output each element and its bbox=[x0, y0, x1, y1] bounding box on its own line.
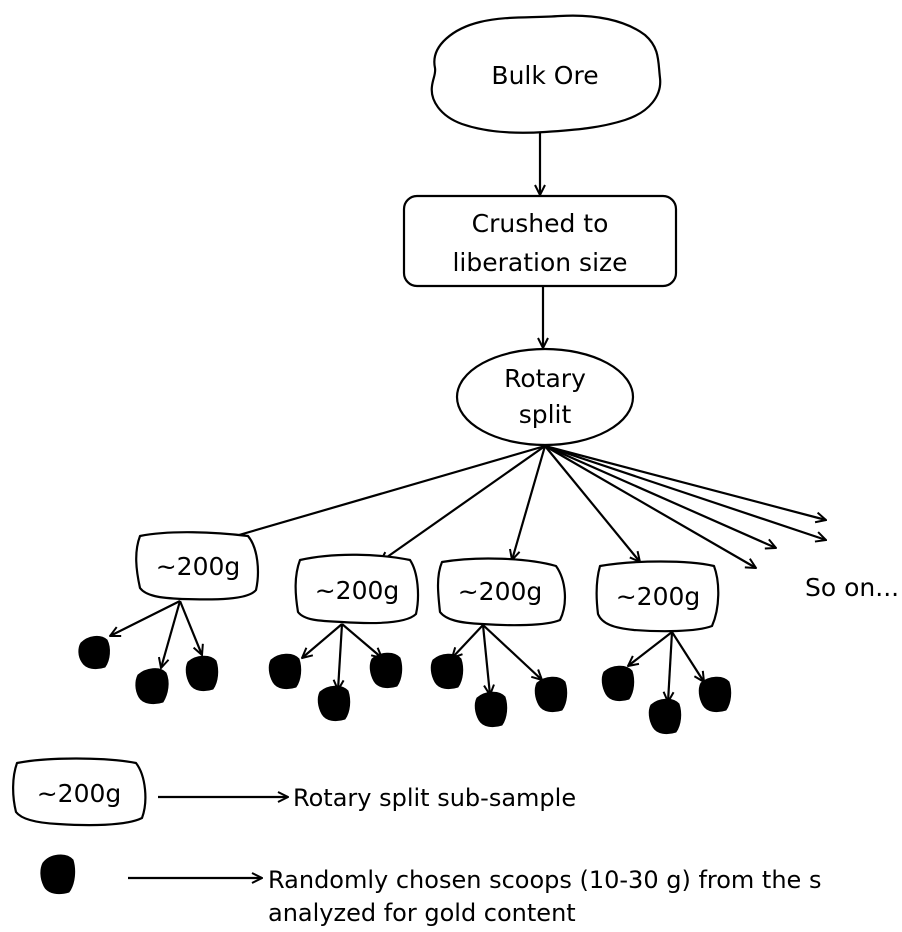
bulk-ore-label: Bulk Ore bbox=[491, 61, 598, 90]
scoop-blob bbox=[601, 665, 635, 702]
rotary-split-line2: split bbox=[519, 400, 572, 429]
legend-subsample-text: Rotary split sub-sample bbox=[293, 784, 576, 812]
split-arrow-1 bbox=[215, 444, 546, 542]
scoop-blob bbox=[185, 655, 219, 692]
scoop-arrow bbox=[302, 623, 343, 658]
scoop-blob bbox=[78, 635, 110, 670]
crushed-label-line2: liberation size bbox=[452, 248, 627, 277]
split-arrows bbox=[215, 444, 826, 568]
scoop-blob bbox=[698, 676, 732, 713]
scoop-arrow bbox=[341, 623, 382, 658]
crushed-label-line1: Crushed to bbox=[472, 209, 609, 238]
scoop-arrow bbox=[481, 624, 490, 695]
scoop-blob bbox=[135, 668, 169, 705]
scoop-arrow bbox=[178, 600, 202, 655]
legend-scoop-text-line2: analyzed for gold content bbox=[268, 899, 576, 927]
subsample-label: ~200g bbox=[616, 582, 701, 611]
rotary-split-ellipse bbox=[455, 347, 635, 447]
rotary-split-line1: Rotary bbox=[504, 364, 586, 393]
subsample-2: ~200g bbox=[268, 553, 420, 722]
scoop-blob bbox=[268, 653, 302, 690]
so-on-label: So on... bbox=[805, 573, 899, 602]
scoop-arrow bbox=[628, 631, 673, 666]
split-arrow-2 bbox=[380, 445, 546, 562]
scoop-arrow bbox=[668, 631, 672, 702]
split-arrow-3 bbox=[512, 445, 547, 560]
split-arrow-5 bbox=[544, 445, 756, 568]
split-arrow-8 bbox=[544, 444, 826, 520]
subsample-label: ~200g bbox=[156, 552, 241, 581]
split-arrow-4 bbox=[544, 445, 640, 562]
scoop-arrow bbox=[161, 600, 182, 668]
subsample-shape bbox=[135, 531, 259, 601]
scoop-arrow bbox=[110, 600, 181, 636]
subsample-shape bbox=[294, 553, 420, 625]
split-arrow-7 bbox=[544, 444, 826, 540]
subsample-3: ~200g bbox=[430, 557, 568, 728]
rotary-split-node: Rotary split bbox=[455, 347, 635, 447]
scoop-blob bbox=[534, 676, 568, 713]
legend: ~200g Rotary split sub-sample Randomly c… bbox=[12, 757, 821, 927]
scoop-blob bbox=[317, 685, 351, 722]
scoop-blob bbox=[369, 652, 403, 689]
crushed-node: Crushed to liberation size bbox=[402, 194, 678, 288]
scoop-blob bbox=[648, 698, 682, 735]
scoop-arrow bbox=[482, 624, 542, 680]
subsample-shape bbox=[436, 557, 566, 627]
legend-subsample-symbol bbox=[12, 757, 147, 827]
scoop-blob bbox=[430, 653, 464, 690]
crushed-box bbox=[402, 194, 678, 288]
legend-scoop-text-line1: Randomly chosen scoops (10-30 g) from th… bbox=[268, 866, 821, 894]
subsample-4: ~200g bbox=[595, 560, 732, 735]
legend-subsample-symbol-label: ~200g bbox=[37, 779, 122, 808]
subsample-shape bbox=[595, 560, 720, 633]
subsample-1: ~200g bbox=[78, 531, 259, 705]
subsample-label: ~200g bbox=[315, 576, 400, 605]
scoop-arrow bbox=[338, 623, 342, 690]
scoop-blob bbox=[474, 691, 508, 728]
subsample-label: ~200g bbox=[458, 577, 543, 606]
scoop-arrow bbox=[452, 624, 484, 658]
bulk-ore-shape bbox=[430, 14, 662, 134]
split-arrow-6 bbox=[544, 444, 776, 548]
legend-scoop-symbol bbox=[40, 854, 76, 895]
scoop-arrow bbox=[671, 631, 704, 682]
bulk-ore-node: Bulk Ore bbox=[430, 14, 662, 134]
